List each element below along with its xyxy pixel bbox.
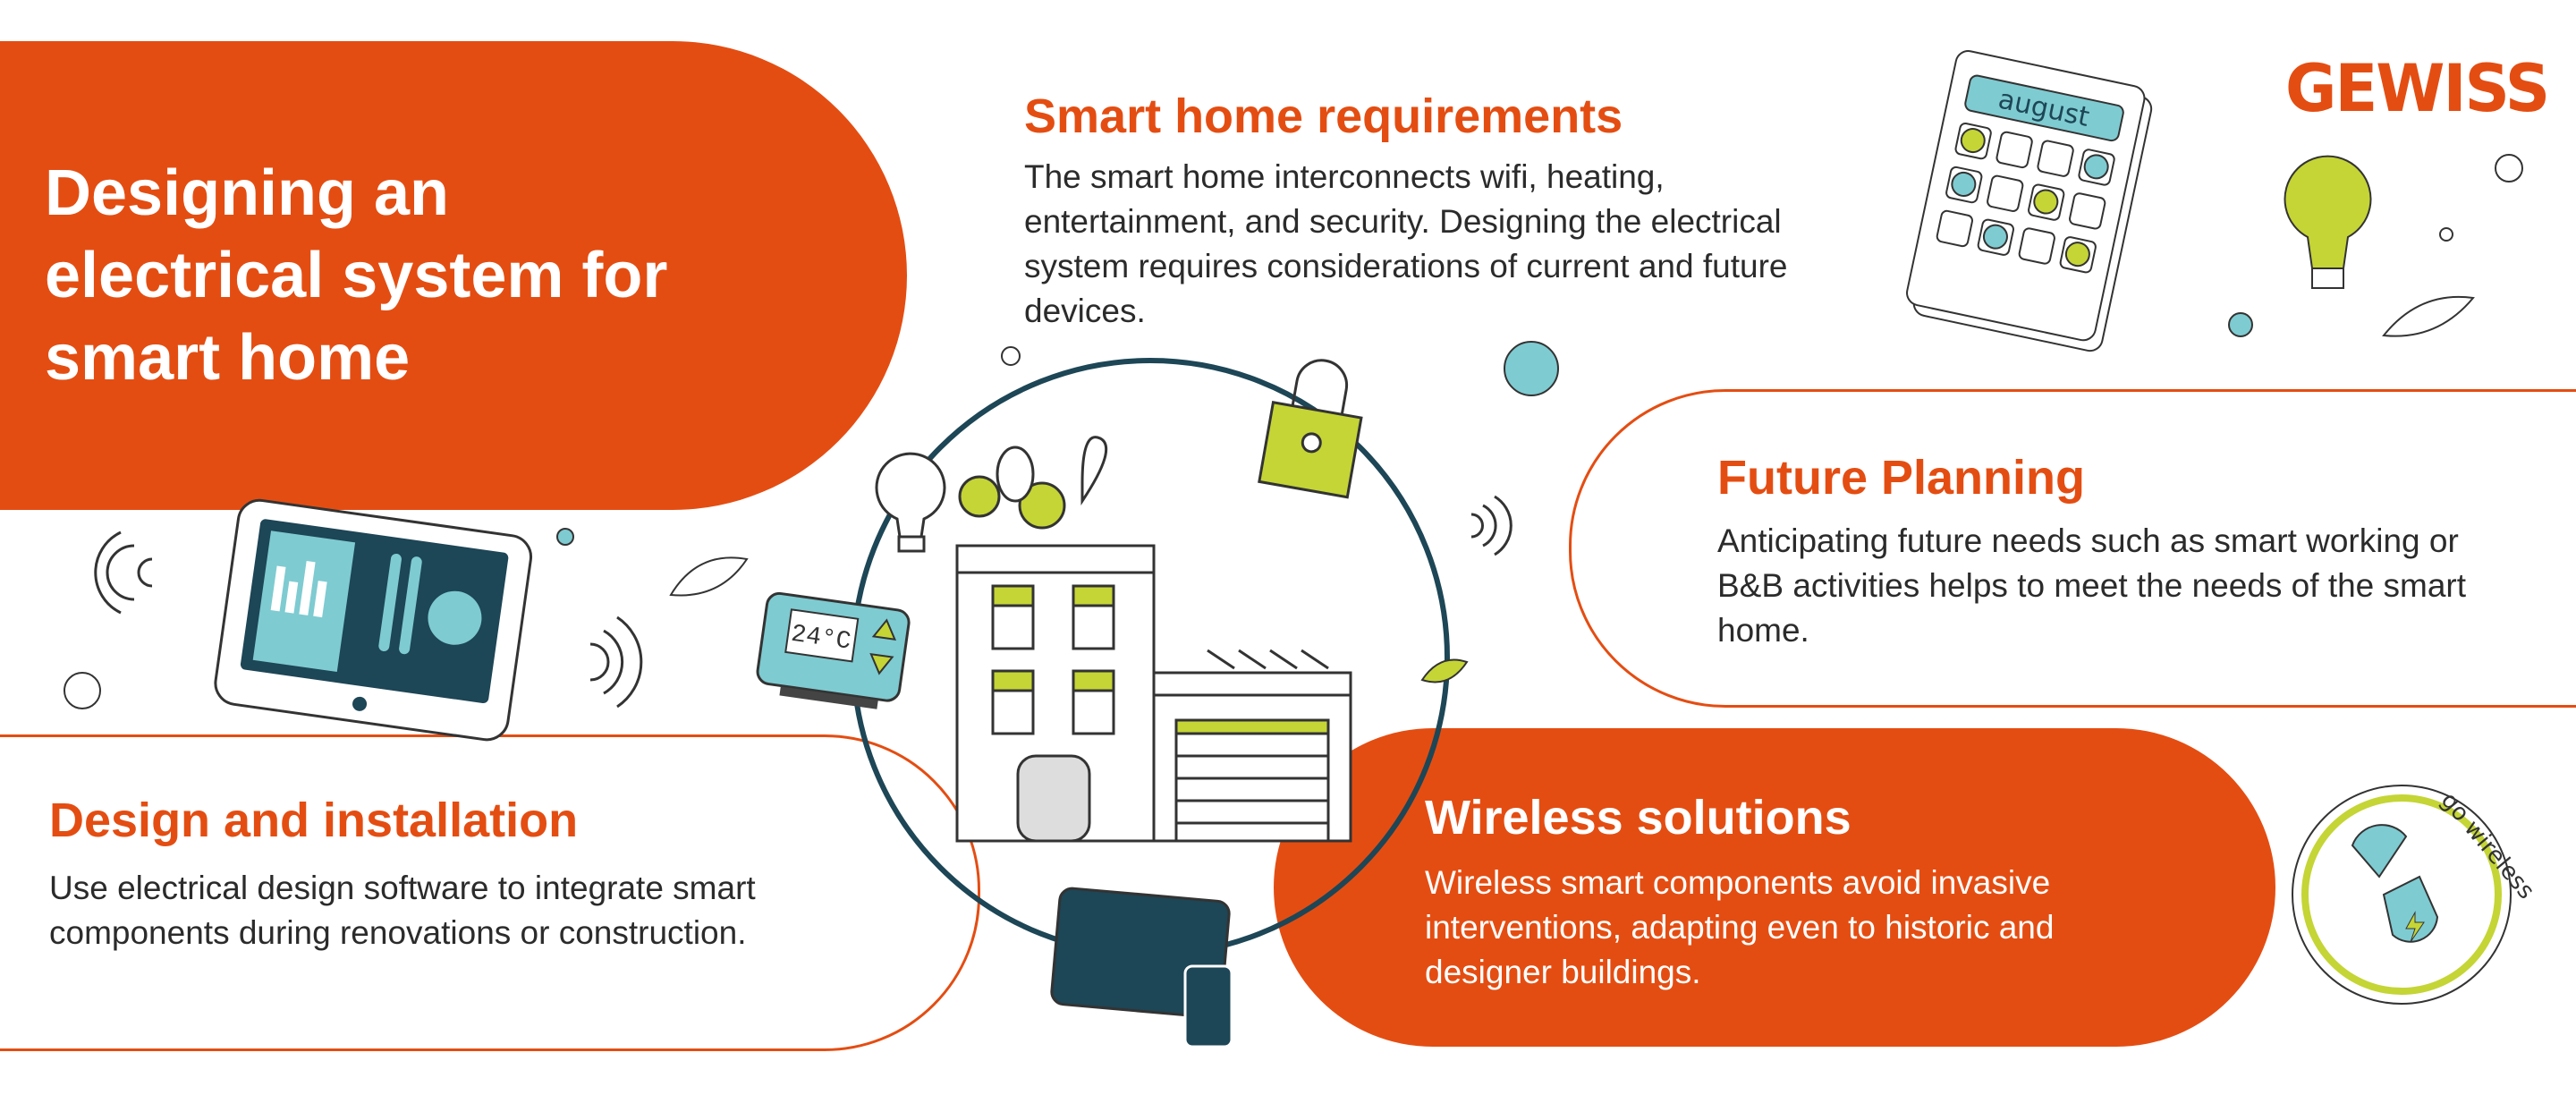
go-wireless-badge: go wireless	[2292, 785, 2539, 1005]
tablet-icon	[214, 498, 533, 742]
wireless-heading: Wireless solutions	[1425, 791, 1852, 845]
building-icon	[955, 436, 1352, 843]
lightbulb-outline-icon	[875, 452, 946, 553]
tv-icon	[1050, 887, 1233, 1048]
wifi-signal-icon	[94, 495, 1513, 709]
requirements-body: The smart home interconnects wifi, heati…	[1024, 158, 1788, 329]
hero-banner	[0, 41, 907, 510]
leaf-icon	[2382, 296, 2475, 337]
future-planning-card	[1569, 389, 2576, 708]
thermostat-icon: 24°C	[756, 591, 911, 709]
calendar-icon: august	[1906, 50, 2153, 352]
design-installation-card	[0, 734, 980, 1051]
future-heading: Future Planning	[1717, 451, 2085, 505]
gewiss-logo: GEWISS	[2285, 49, 2550, 128]
lightbulb-icon	[2284, 155, 2372, 289]
padlock-icon	[1258, 359, 1363, 499]
design-body: Use electrical design software to integr…	[49, 870, 756, 951]
requirements-heading: Smart home requirements	[1024, 89, 1623, 143]
leaf-icon	[1420, 658, 1469, 683]
future-body: Anticipating future needs such as smart …	[1717, 522, 2467, 649]
page-title: Designing an electrical system for smart…	[45, 157, 668, 394]
wireless-body: Wireless smart components avoid invasive…	[1425, 864, 2055, 990]
leaf-icon	[669, 556, 749, 597]
design-heading: Design and installation	[49, 794, 579, 847]
wireless-solutions-card	[1274, 728, 2275, 1047]
